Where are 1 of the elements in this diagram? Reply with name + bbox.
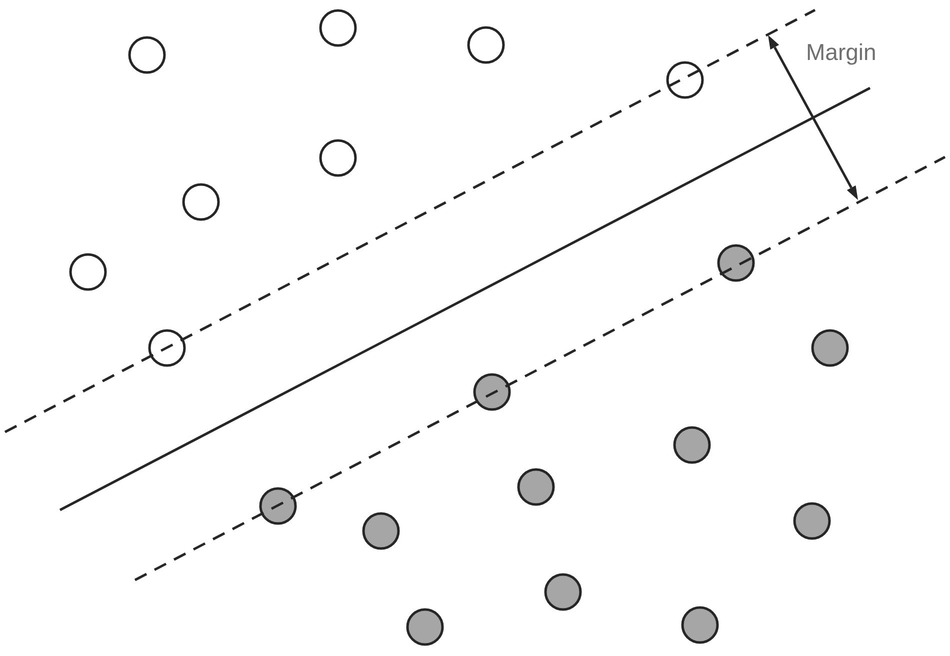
margin-label: Margin	[806, 40, 876, 66]
